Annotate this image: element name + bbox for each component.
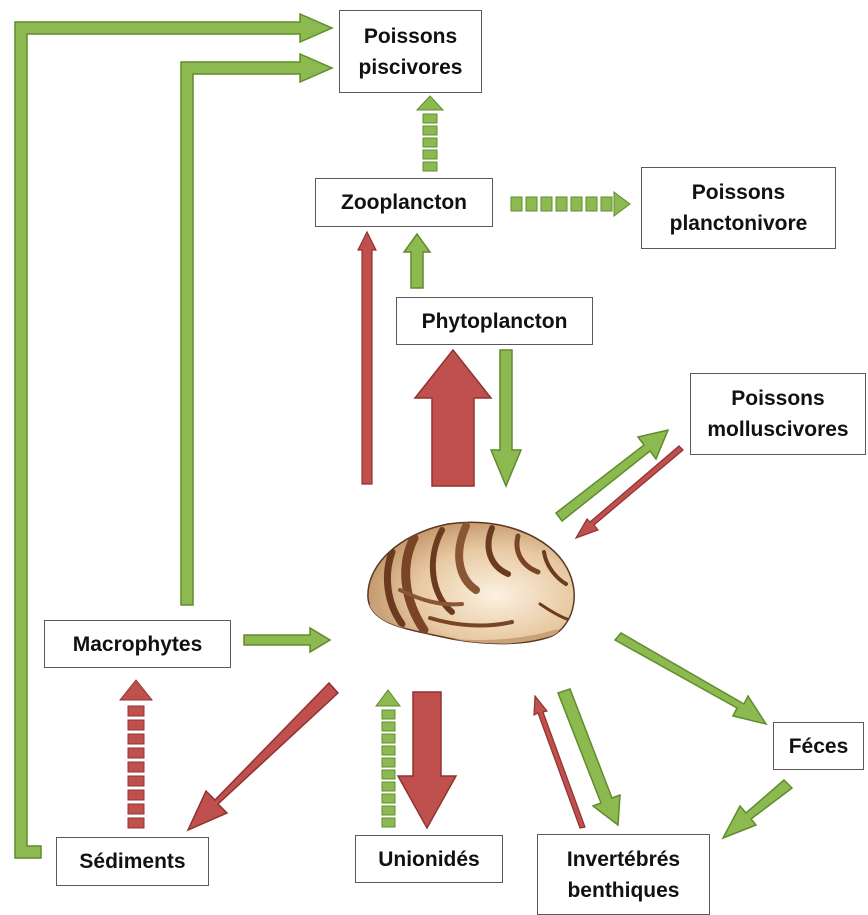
- arrow-mussel-to-phytoplancton: [415, 350, 491, 486]
- arrow-mussel-to-unionides: [398, 692, 456, 828]
- arrow-feces-to-invertebres: [723, 780, 792, 838]
- arrow-mussel-to-sediments: [188, 683, 338, 830]
- arrow-phytoplancton-to-zooplancton: [404, 234, 430, 288]
- arrow-mussel-to-zooplancton: [358, 232, 376, 484]
- arrow-macrophytes-to-mussel: [244, 628, 330, 652]
- arrow-mussel-to-feces: [615, 633, 766, 724]
- zebra-mussel-icon: [368, 522, 574, 643]
- arrow-zooplancton-to-planctonivore: [511, 192, 630, 216]
- arrow-unionides-to-mussel: [376, 690, 400, 827]
- arrow-sediments-to-macrophytes: [120, 680, 152, 828]
- arrow-mussel-to-invertebres: [558, 689, 620, 825]
- arrow-phytoplancton-to-mussel: [491, 350, 521, 486]
- arrow-zooplancton-to-piscivores: [417, 96, 443, 171]
- arrow-macrophytes-to-piscivores: [181, 54, 332, 605]
